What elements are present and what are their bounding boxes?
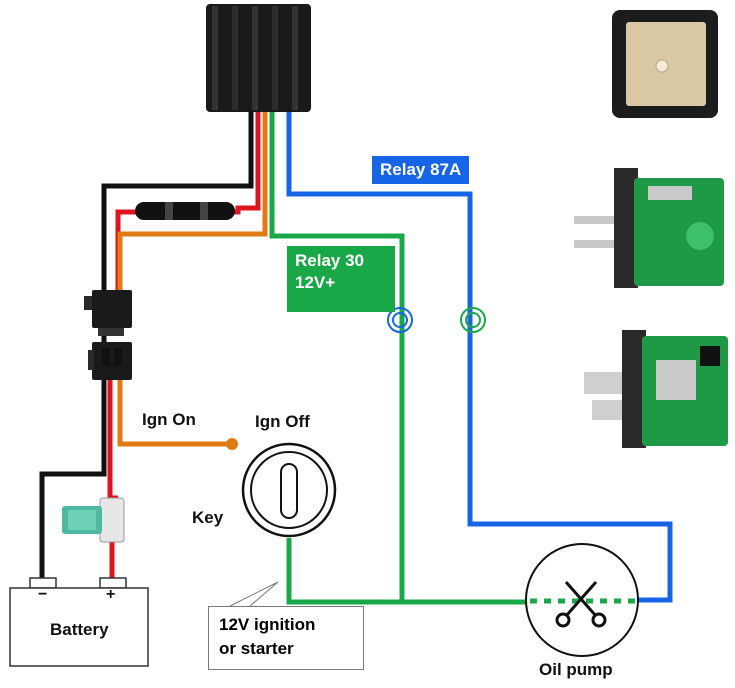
key-label: Key [192,508,224,527]
relay-gps-module-icon [574,168,724,288]
gps-antenna-icon [612,10,718,118]
black-relay-module-icon [206,4,311,112]
battery-icon [9,577,149,667]
ferrite-ring-icon-blue [460,307,486,333]
ignition-callout: 12V ignition or starter [208,606,364,670]
battery-minus-label: − [38,586,48,603]
orange-ignition-wire-lower [117,368,232,447]
blue-relay-87a-wire [286,112,673,603]
relay-gps-board-icon [584,330,728,448]
ignition-key-icon[interactable] [241,442,337,538]
callout-line1: 12V ignition [219,615,316,634]
green-ignition-wire [286,538,530,605]
oil-pump-label: Oil pump [539,660,613,679]
ign-on-label: Ign On [142,410,196,429]
relay-87a-label: Relay 87A [372,156,470,184]
inline-fuse-icon [135,202,235,220]
battery-label: Battery [50,620,109,639]
red-power-wire [115,112,261,298]
callout-pointer [229,581,279,607]
orange-ignition-wire [117,112,268,300]
battery-plus-label: + [106,586,116,603]
ferrite-ring-icon-green [387,307,413,333]
ign-off-label: Ign Off [255,412,310,431]
relay-30-label: Relay 30 12V+ [287,246,395,312]
ign-on-terminal-dot [226,438,238,450]
scissors-cut-icon [555,581,607,628]
relay-30-label-line2: 12V+ [295,273,336,292]
green-relay-30-wire [269,112,405,602]
callout-line2: or starter [219,639,294,658]
red-power-wire-lower [107,370,118,501]
wire-connector-icon [84,290,132,380]
blade-fuse-icon [62,497,125,543]
relay-30-label-line1: Relay 30 [295,251,364,270]
